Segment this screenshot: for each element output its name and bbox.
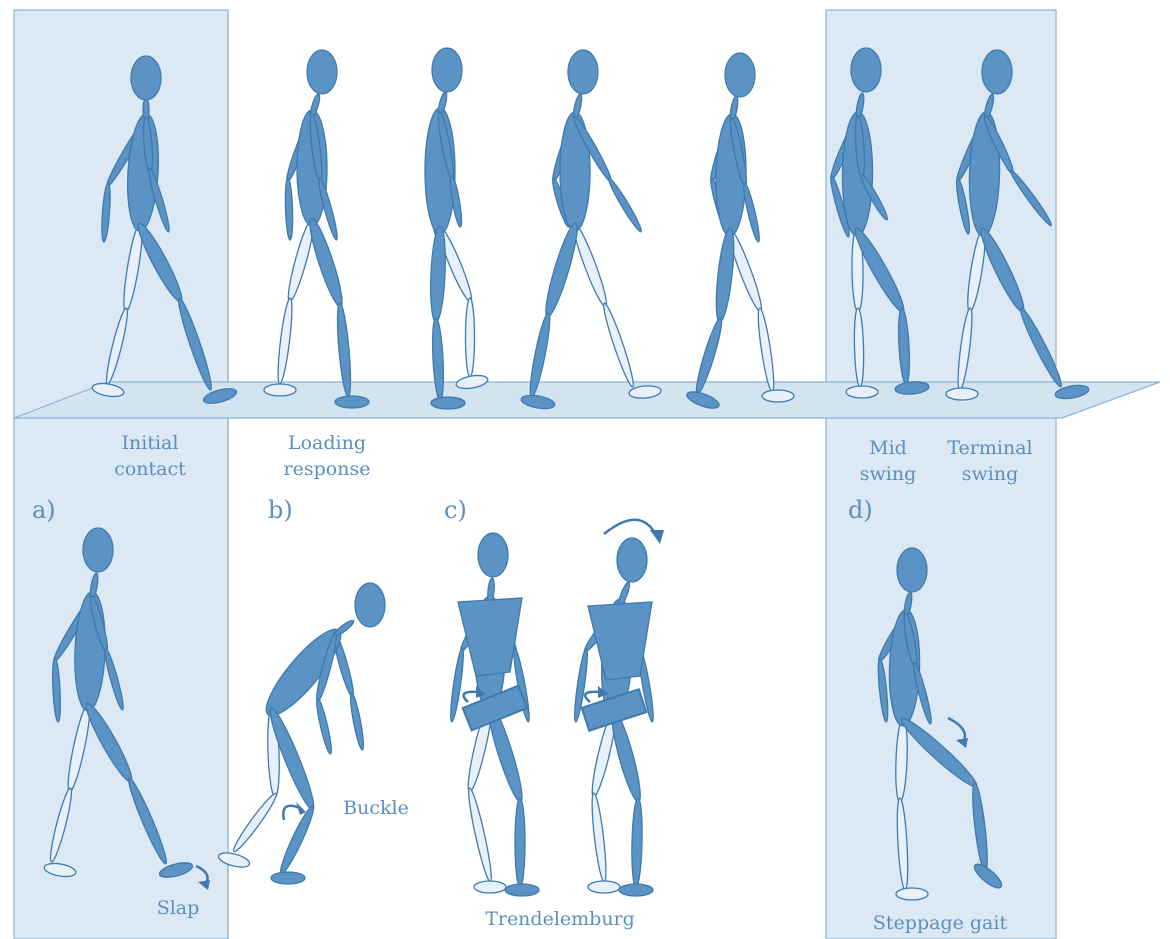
front-forearm <box>741 182 762 243</box>
front-thigh <box>305 216 348 309</box>
front-shank <box>631 798 643 887</box>
head <box>568 50 598 94</box>
stick-figure <box>685 53 794 411</box>
label-initial-contact-line1: Initial <box>100 430 200 456</box>
back-shank <box>600 302 637 389</box>
head <box>897 548 927 592</box>
caption-buckle: Buckle <box>336 795 416 821</box>
back-foot <box>896 888 928 900</box>
back-foot <box>264 384 296 396</box>
head <box>355 583 385 627</box>
panel-letter-d: d) <box>848 496 873 524</box>
panel-letter-c: c) <box>444 496 467 524</box>
back-foot <box>588 881 620 893</box>
stick-figure <box>520 50 661 411</box>
label-mid-swing-line1: Mid <box>848 435 928 461</box>
upper-trunk <box>458 598 522 676</box>
head-tilt-arrow-head <box>650 530 664 544</box>
back-forearm <box>348 692 366 750</box>
stick-figure <box>424 48 489 409</box>
back-shank <box>589 792 608 882</box>
head <box>982 50 1012 94</box>
front-shank <box>515 798 525 887</box>
front-forearm <box>606 176 644 233</box>
head <box>478 533 508 577</box>
back-forearm <box>284 178 293 240</box>
label-terminal-swing-line2: swing <box>940 461 1040 487</box>
back-shank <box>465 787 495 883</box>
front-foot <box>431 397 465 409</box>
panel-letter-a: a) <box>32 496 56 524</box>
back-shank <box>230 791 280 855</box>
label-terminal-swing-line1: Terminal <box>940 435 1040 461</box>
label-mid-swing: Mid swing <box>848 435 928 487</box>
head-tilt-arrow <box>604 520 656 535</box>
back-foot <box>474 881 506 893</box>
buckle-arrow <box>283 806 300 820</box>
back-shank <box>275 297 294 384</box>
front-foot <box>619 884 653 896</box>
label-terminal-swing: Terminal swing <box>940 435 1040 487</box>
front-thigh <box>541 221 583 319</box>
front-thigh <box>429 226 447 323</box>
caption-steppage-gait: Steppage gait <box>860 910 1020 936</box>
label-loading-response: Loading response <box>272 430 382 482</box>
head <box>83 528 113 572</box>
stick-figure <box>217 583 385 884</box>
front-foot <box>335 396 369 408</box>
back-foot <box>846 386 878 398</box>
label-initial-contact-line2: contact <box>100 456 200 482</box>
head <box>131 56 161 100</box>
front-foot <box>271 872 305 884</box>
caption-trendelemburg: Trendelemburg <box>470 906 650 932</box>
label-loading-response-line2: response <box>272 456 382 482</box>
head <box>307 50 337 94</box>
label-initial-contact: Initial contact <box>100 430 200 482</box>
head <box>851 48 881 92</box>
head <box>432 48 462 92</box>
back-shank <box>466 298 475 377</box>
back-foot <box>946 388 978 400</box>
head <box>617 538 647 582</box>
stick-figure <box>264 50 369 408</box>
buckle-arrow-head <box>296 802 306 815</box>
caption-slap: Slap <box>148 895 208 921</box>
front-forearm <box>314 697 334 754</box>
label-loading-response-line1: Loading <box>272 430 382 456</box>
front-thigh <box>713 227 737 323</box>
front-foot <box>505 884 539 896</box>
head <box>725 53 755 97</box>
label-mid-swing-line2: swing <box>848 461 928 487</box>
back-foot <box>762 390 794 402</box>
floor-plane <box>14 382 1160 418</box>
back-shank <box>755 307 776 392</box>
panel-letter-b: b) <box>268 496 293 524</box>
